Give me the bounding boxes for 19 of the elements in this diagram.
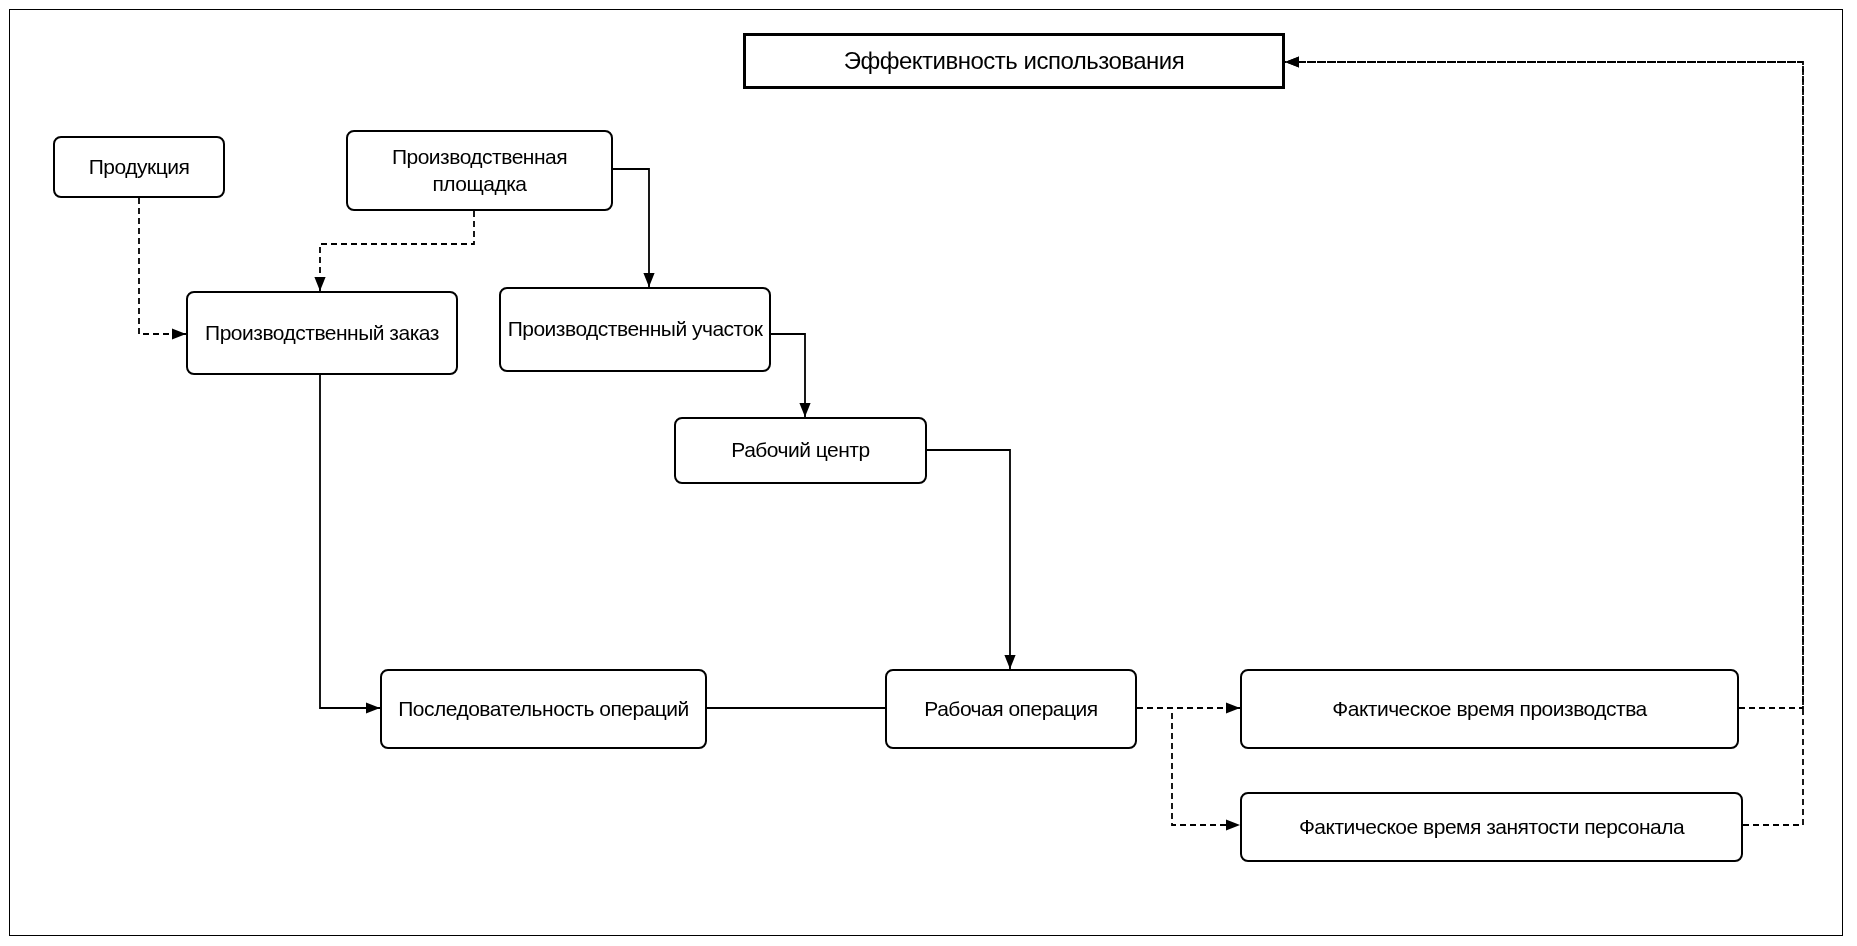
process-box: Рабочий центр (674, 417, 927, 484)
arrow (612, 168, 655, 288)
title-box: Эффективность использования (743, 33, 1285, 89)
connector-line (706, 707, 886, 709)
process-box: Фактическое время производства (1240, 669, 1739, 749)
arrow (319, 374, 381, 714)
process-box: Производственная площадка (346, 130, 613, 211)
process-box: Продукция (53, 136, 225, 198)
process-box: Фактическое время занятости персонала (1240, 792, 1743, 862)
arrow (926, 449, 1016, 670)
arrow (770, 333, 811, 418)
process-box: Производственный участок (499, 287, 771, 372)
arrow (314, 210, 475, 292)
arrow (1284, 56, 1804, 826)
arrow (138, 197, 187, 340)
process-box: Последовательность операций (380, 669, 707, 749)
process-box: Производственный заказ (186, 291, 458, 375)
process-box: Рабочая операция (885, 669, 1137, 749)
arrow (1136, 707, 1241, 831)
